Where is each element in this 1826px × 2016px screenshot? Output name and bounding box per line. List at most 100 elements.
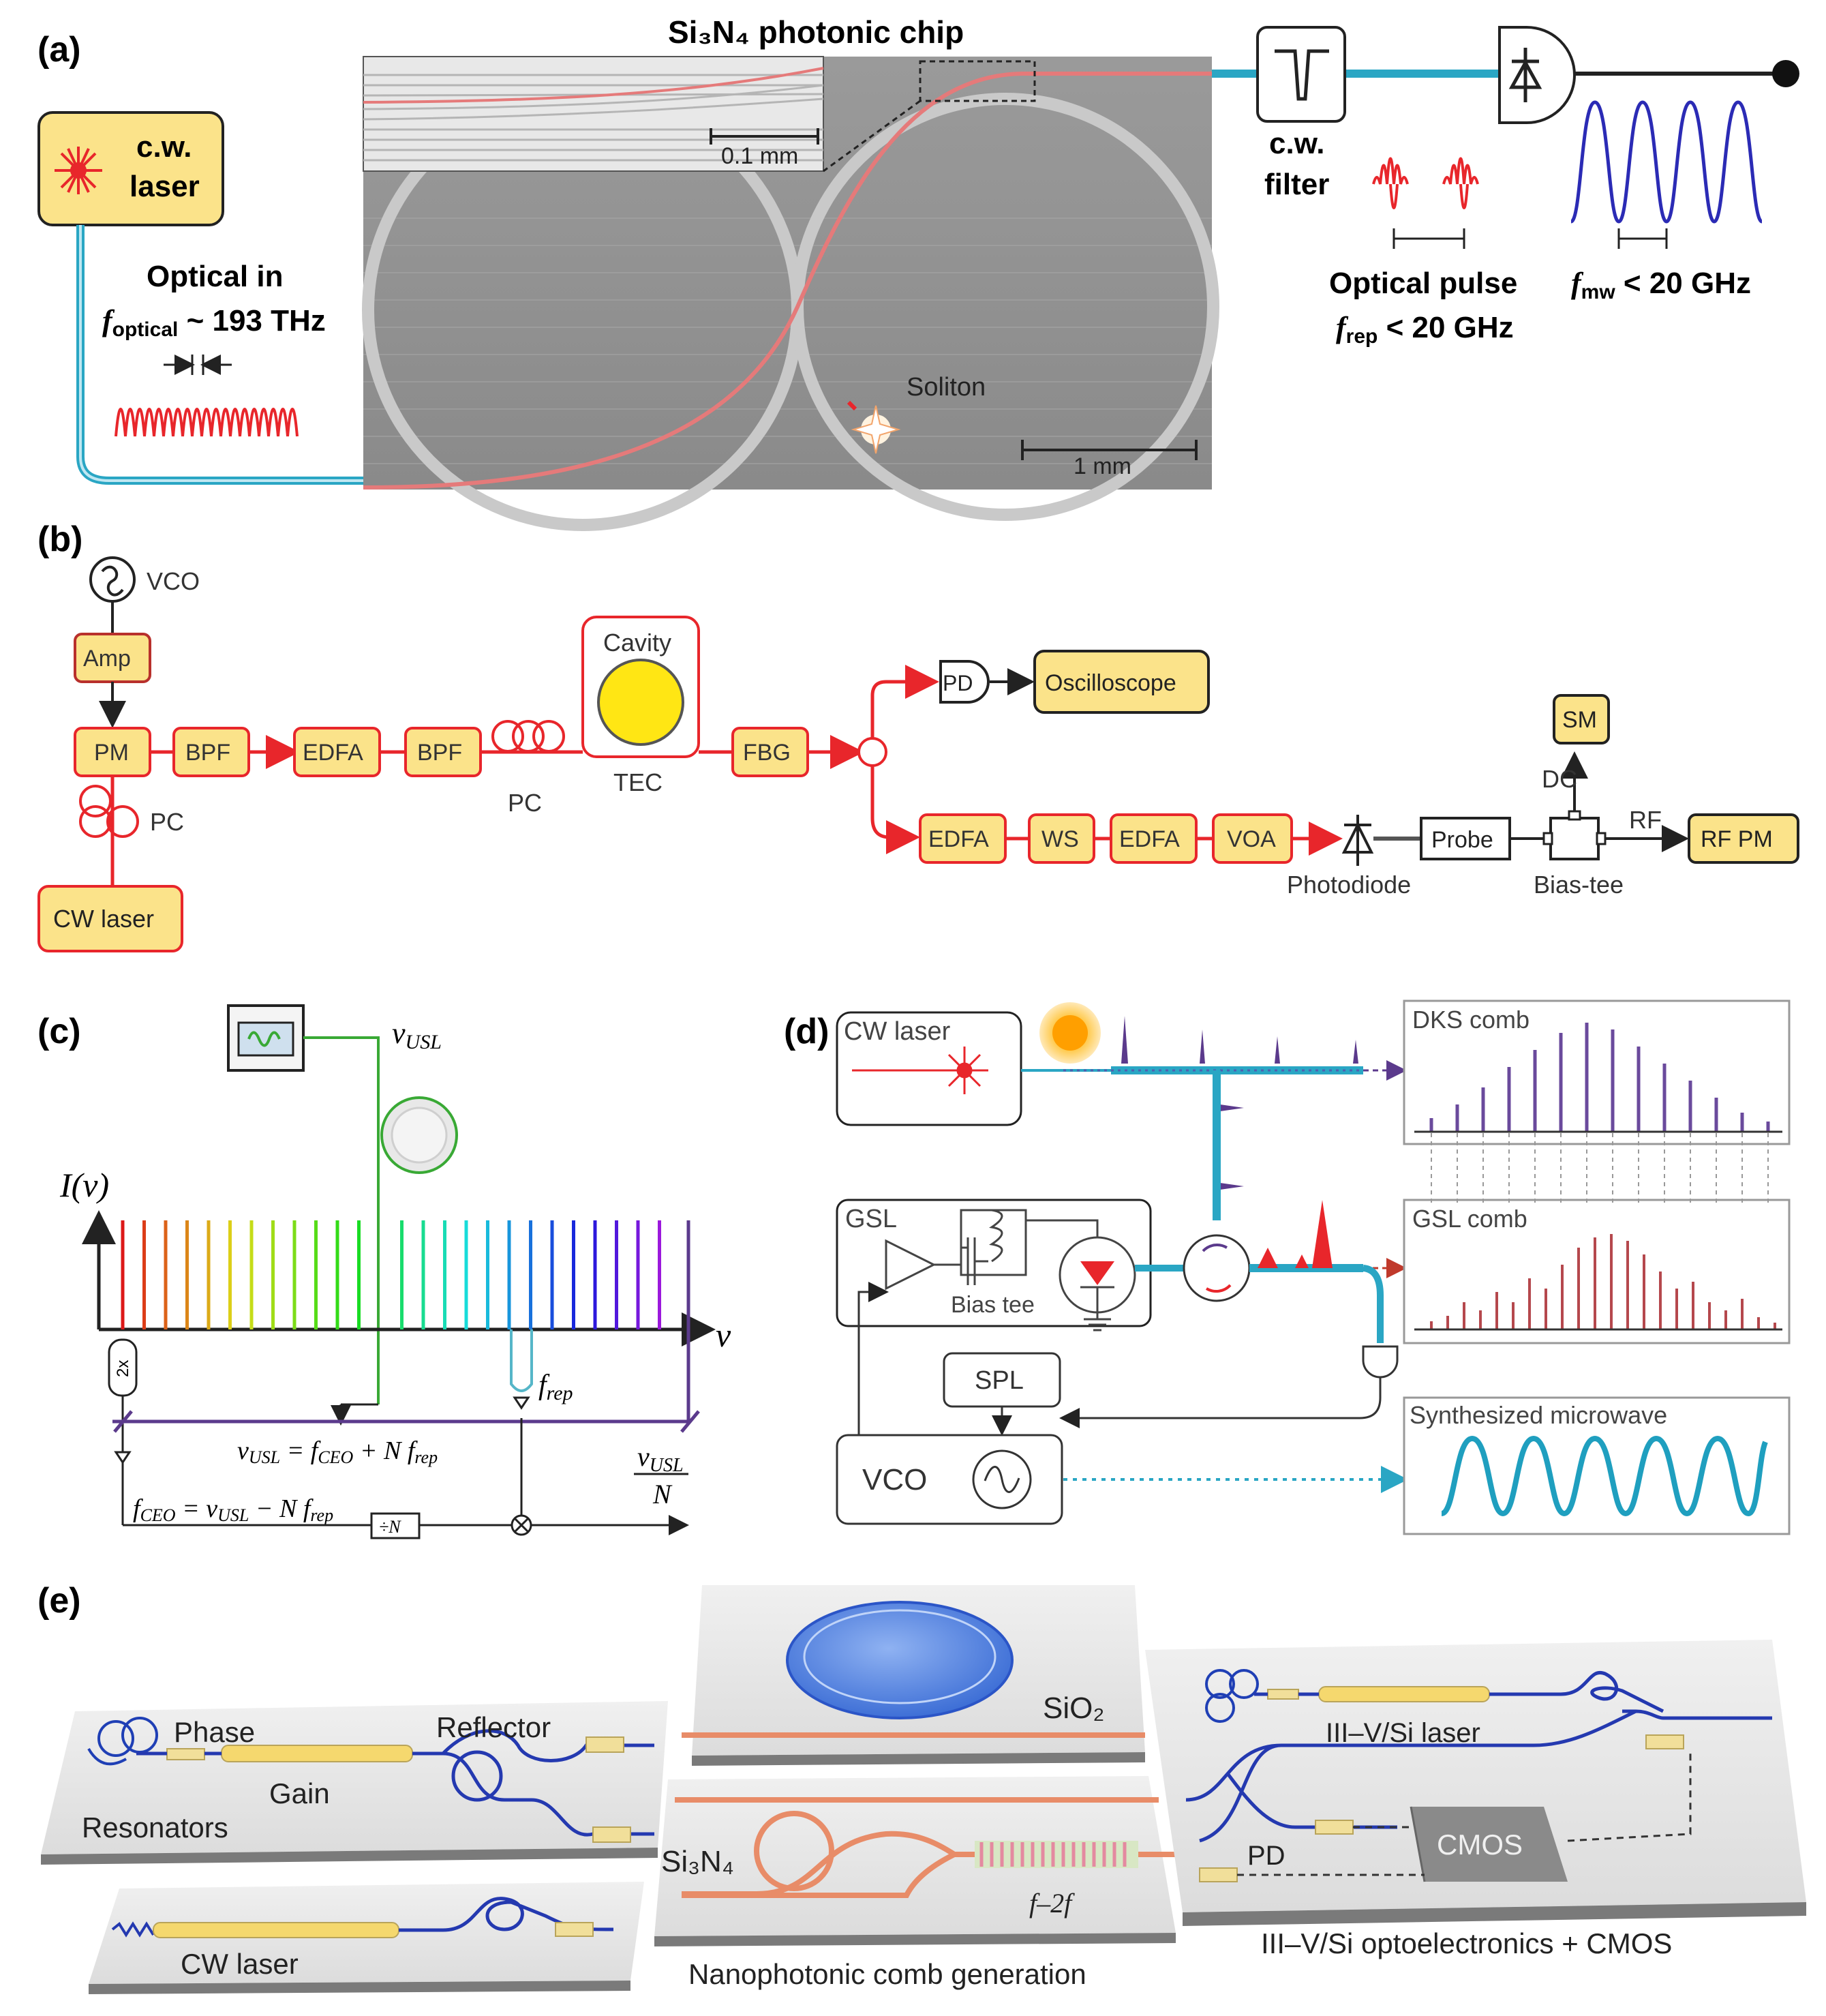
usl-line — [303, 1036, 380, 1404]
amplifier-icon — [885, 1239, 937, 1291]
optical-pulse-label: Optical pulse — [1329, 267, 1517, 300]
panel-d-label: (d) — [784, 1012, 829, 1051]
pm-label: PM — [94, 740, 129, 766]
iiiv-resonator-loops-icon — [1205, 1669, 1259, 1723]
cw-laser-box-d — [836, 1011, 1022, 1126]
bias-tee-box — [1549, 817, 1600, 860]
dc-label: DC — [1542, 765, 1577, 793]
cw-gain-section — [153, 1922, 399, 1938]
voa-label: VOA — [1227, 826, 1276, 852]
pd-icon-d — [1362, 1345, 1399, 1379]
dks-comb-label: DKS comb — [1412, 1006, 1530, 1034]
si3n4-label: Si₃N₄ — [661, 1845, 734, 1878]
laser-label-1: c.w. — [136, 130, 192, 164]
edfa1-label: EDFA — [303, 740, 363, 766]
panel-d: (d) CW laser DKS comb GSL Bias tee — [784, 999, 1791, 1535]
inset-lines — [363, 74, 824, 162]
cmos-label: CMOS — [1437, 1829, 1523, 1861]
pd-icon — [939, 660, 990, 704]
vco-label: VCO — [147, 567, 200, 595]
laser-starburst-icon-d — [941, 1047, 988, 1094]
gain-label: Gain — [269, 1777, 330, 1809]
panel-b-label: (b) — [37, 520, 82, 559]
iiiv-gain-section — [1318, 1686, 1490, 1702]
usl-cavity-icon — [247, 1031, 281, 1047]
bpf1-label: BPF — [185, 740, 230, 766]
filter-label-2: filter — [1264, 168, 1329, 201]
panel-a: (a) 0.1 mm 1 mm Soliton — [37, 14, 1799, 531]
bias-tee-label-b: Bias-tee — [1534, 871, 1624, 899]
bus-pulses — [1121, 1016, 1358, 1190]
rf-output-port-icon — [1772, 60, 1799, 87]
rf-pm-label: RF PM — [1701, 826, 1773, 852]
cw-laser-label-d: CW laser — [844, 1017, 951, 1046]
oscilloscope-box — [1033, 650, 1210, 714]
cw-laser-label-b: CW laser — [53, 905, 154, 933]
synth-wave — [1440, 1435, 1768, 1517]
cmos-chip — [1411, 1807, 1568, 1882]
i-nu-label: I(ν) — [59, 1166, 109, 1204]
gsl-comb-panel — [1403, 1199, 1791, 1344]
bus-waveguide — [363, 72, 1212, 490]
f2f-stripes — [979, 1842, 1127, 1867]
sm-label: SM — [1562, 707, 1597, 733]
vco-label-d: VCO — [862, 1463, 927, 1496]
laser-starburst-icon — [55, 147, 102, 194]
inset-waveguide — [363, 67, 824, 104]
panel-c-label: (c) — [37, 1012, 81, 1051]
pd-label: PD — [943, 671, 973, 695]
optical-in-label: Optical in — [147, 260, 283, 293]
rf-label: RF — [1629, 806, 1662, 834]
oscilloscope-label: Oscilloscope — [1045, 670, 1176, 696]
synth-panel — [1403, 1396, 1791, 1535]
bias-tee-label-d: Bias tee — [951, 1292, 1035, 1318]
dks-comb-panel — [1403, 999, 1791, 1145]
sio2-label: SiO₂ — [1043, 1691, 1104, 1725]
soliton-label: Soliton — [907, 373, 986, 402]
f-optical-label: foptical ~ 193 THz — [102, 304, 326, 341]
gsl-label: GSL — [845, 1205, 897, 1233]
dks-comb-lines — [1429, 1023, 1770, 1132]
optical-in-wave — [115, 408, 299, 437]
resonators-label: Resonators — [82, 1811, 228, 1844]
f-rep-label-c: frep — [538, 1370, 573, 1404]
iiiv-laser-label: III–V/Si laser — [1326, 1718, 1480, 1748]
diode-symbol-icon — [1508, 48, 1542, 102]
panel-c: (c) νUSL I(ν) ν νUSL = fCEO + N frep 2x … — [37, 1004, 731, 1539]
panel-e-label: (e) — [37, 1581, 81, 1621]
synth-label: Synthesized microwave — [1410, 1401, 1667, 1429]
photodiode-label: Photodiode — [1287, 871, 1411, 899]
platform-iiiv — [1145, 1640, 1806, 1912]
nu-usl-label: νUSL — [392, 1017, 442, 1053]
grating-icon — [111, 1921, 155, 1938]
sm-box — [1553, 694, 1610, 744]
panel-e: (e) Phase Reflector Gain Resonators CW l… — [37, 1581, 1806, 1994]
phase-label: Phase — [174, 1716, 255, 1748]
pc-top-label: PC — [508, 789, 542, 817]
notch-filter-icon — [1275, 49, 1329, 101]
nu-axis-label: ν — [716, 1316, 731, 1354]
pc-left-label: PC — [150, 808, 184, 836]
soliton-flash-icon — [847, 400, 901, 454]
pd-pad — [1315, 1820, 1354, 1835]
comb-lines — [121, 1220, 661, 1329]
mw-period-marker — [1617, 228, 1668, 249]
f-mw-label: fmw < 20 GHz — [1571, 267, 1751, 303]
coupler-icon — [857, 737, 887, 767]
edfa2-label: EDFA — [928, 826, 989, 852]
cw-laser-label-e: CW laser — [181, 1948, 299, 1980]
iiiv-opto-label: III–V/Si optoelectronics + CMOS — [1261, 1927, 1672, 1959]
tec-label: TEC — [613, 768, 663, 796]
pd-label-e: PD — [1247, 1841, 1285, 1871]
amp-label: Amp — [83, 646, 131, 672]
panel-b: (b) VCO Amp PM BPF EDFA BPF PC Cavity TE… — [37, 520, 1799, 952]
scale-label-small: 0.1 mm — [721, 143, 798, 169]
fbg-label: FBG — [743, 740, 791, 766]
reflector-label: Reflector — [436, 1711, 551, 1743]
cw-filter-box — [1256, 26, 1346, 123]
sio2-disk — [786, 1601, 1014, 1719]
gsl-comb-label: GSL comb — [1412, 1205, 1527, 1233]
optical-pulse-wave — [1372, 157, 1479, 185]
inset-pointer — [823, 100, 921, 172]
